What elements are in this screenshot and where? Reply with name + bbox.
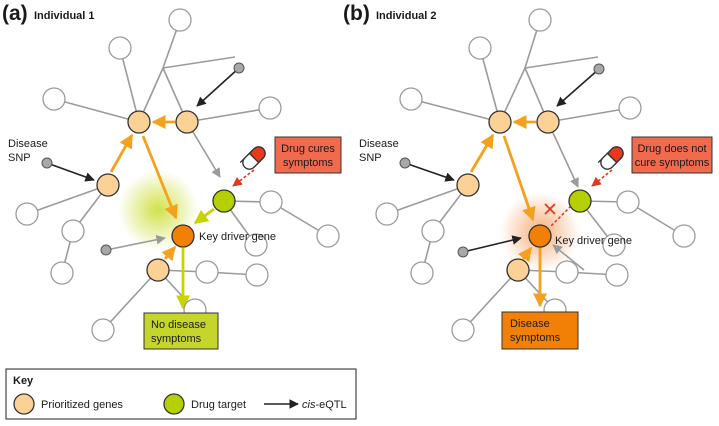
drug-target-arrow — [193, 207, 215, 225]
legend-eqtl-label: cis-eQTL — [302, 399, 347, 411]
drug-action-arrow — [232, 169, 255, 187]
phenotype-text: No disease — [151, 319, 206, 331]
cis-eqtl-arrow — [462, 235, 522, 253]
disease-snp-label: Disease — [8, 138, 48, 150]
cis-eqtl-arrow — [196, 67, 240, 107]
legend-prioritized-swatch — [13, 393, 35, 415]
disease-snp-node — [41, 157, 53, 169]
prioritized-gene-nodes — [96, 110, 199, 282]
legend-drug-target-label: Drug target — [191, 399, 246, 411]
disease-snp-label: SNP — [359, 152, 382, 164]
network-nodes — [375, 8, 696, 342]
drug-target-node — [212, 189, 236, 213]
phenotype-text: symptoms — [151, 333, 202, 345]
legend-eqtl-suffix: -eQTL — [315, 399, 346, 411]
key-driver-node — [528, 224, 552, 248]
network-edges — [386, 19, 685, 331]
panel-a: (a) Individual 1 — [2, 2, 342, 350]
drug-target-node — [568, 189, 592, 213]
legend-drug-target-swatch — [163, 393, 185, 415]
legend-title: Key — [13, 375, 34, 387]
panel-letter: (b) — [343, 2, 370, 25]
panel-letter: (a) — [2, 2, 28, 25]
key-driver-label: Key driver gene — [555, 235, 632, 247]
key-driver-label: Key driver gene — [199, 231, 276, 243]
drug-action-arrow — [591, 169, 613, 187]
drug-outcome-text: Drug cures — [281, 143, 335, 155]
snp-node — [457, 246, 469, 258]
disease-snp-label: Disease — [359, 138, 399, 150]
panel-b: (b) Individual 2 — [343, 2, 713, 350]
cis-eqtl-arrow — [556, 68, 600, 107]
drug-outcome-text: cure symptoms — [635, 157, 710, 169]
key-driver-node — [171, 224, 195, 248]
panel-title: Individual 1 — [34, 10, 95, 22]
snp-node — [100, 244, 112, 256]
drug-outcome-text: symptoms — [283, 157, 334, 169]
phenotype-text: symptoms — [510, 332, 561, 344]
disease-snp-label: SNP — [8, 152, 31, 164]
eqtl-snp-node — [233, 62, 245, 74]
phenotype-box — [143, 312, 219, 350]
pill-icon — [597, 146, 624, 170]
legend-eqtl-prefix: cis — [302, 399, 316, 411]
phenotype-text: Disease — [510, 318, 550, 330]
legend: Key Prioritized genes Drug target cis-eQ… — [5, 368, 357, 420]
disease-snp-arrow — [404, 162, 455, 182]
disease-snp-node — [399, 157, 411, 169]
phenotype-box — [501, 311, 579, 350]
prioritized-pathway — [109, 115, 178, 262]
network-nodes — [15, 8, 340, 342]
network-edges — [26, 19, 329, 331]
prioritized-pathway — [469, 115, 547, 308]
drug-outcome-box — [631, 136, 713, 174]
drug-outcome-text: Drug does not — [637, 143, 706, 155]
eqtl-snp-node — [593, 63, 605, 75]
drug-outcome-box — [274, 136, 342, 174]
panel-title: Individual 2 — [376, 10, 437, 22]
disease-snp-arrow — [46, 162, 95, 182]
pill-icon — [239, 146, 266, 170]
prioritized-gene-nodes — [456, 110, 560, 282]
block-cross-icon — [544, 203, 556, 215]
legend-prioritized-label: Prioritized genes — [41, 399, 123, 411]
